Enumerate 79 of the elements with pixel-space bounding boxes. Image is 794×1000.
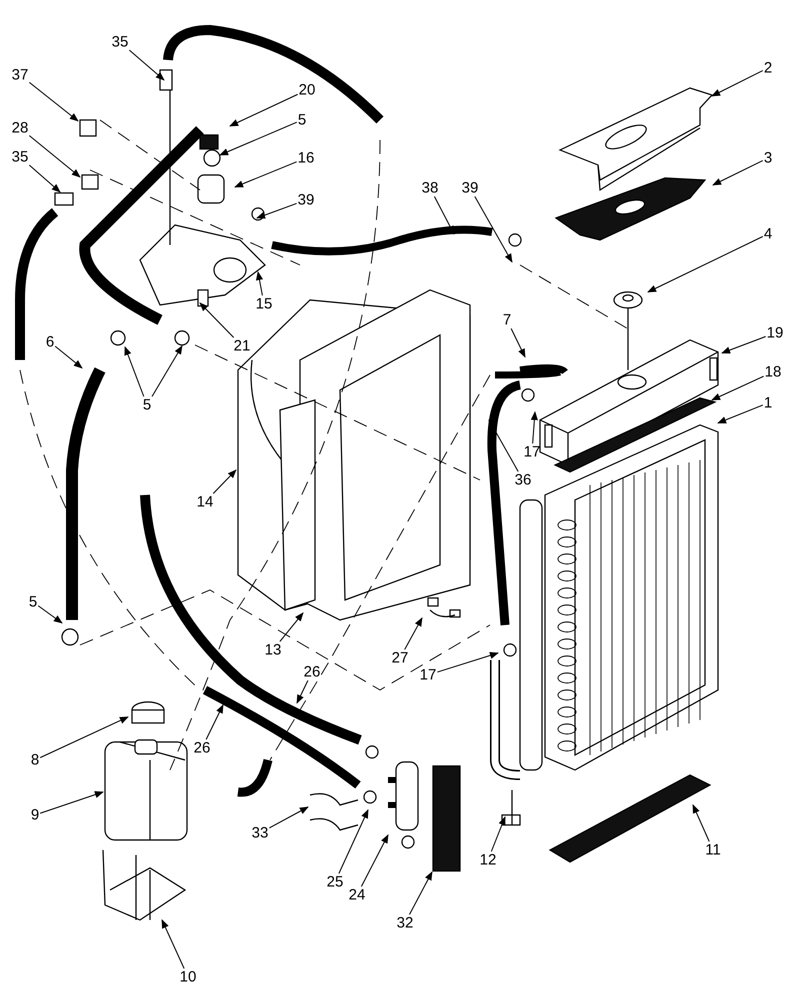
callout-number: 28 — [12, 120, 28, 136]
callout-number: 39 — [298, 192, 314, 208]
leader-line — [229, 94, 298, 126]
leader-line — [296, 680, 308, 704]
leader-line — [488, 419, 519, 472]
leader-line — [40, 791, 104, 814]
leader-line — [199, 302, 234, 338]
callout-number: 5 — [298, 112, 306, 128]
callout-number: 19 — [766, 326, 784, 340]
callout-number: 3 — [764, 150, 772, 166]
leader-line — [717, 404, 764, 424]
callout-number: 39 — [462, 180, 478, 196]
callout-number: 14 — [196, 494, 214, 510]
callout-number: 24 — [348, 888, 366, 902]
callout-number: 35 — [112, 34, 128, 50]
leader-line — [124, 346, 144, 397]
leader-line — [434, 196, 454, 235]
callout-number: 16 — [298, 150, 314, 166]
callout-number: 6 — [46, 334, 54, 350]
leader-line — [256, 202, 298, 219]
leader-line — [530, 411, 538, 444]
callout-number: 35 — [12, 150, 28, 164]
leader-line — [256, 271, 264, 296]
callout-number: 26 — [304, 664, 320, 680]
callout-number: 25 — [326, 874, 344, 890]
leader-line — [404, 617, 422, 650]
callout-number: 18 — [764, 364, 782, 380]
callout-number: 8 — [30, 752, 40, 768]
leader-line — [212, 469, 237, 494]
leader-line — [711, 376, 764, 400]
callout-number: 5 — [142, 398, 152, 412]
leader-line — [647, 236, 764, 292]
callout-number: 9 — [30, 808, 40, 822]
leader-line — [711, 70, 764, 96]
leader-line — [206, 704, 224, 740]
leader-line — [436, 652, 499, 673]
leader-line — [712, 160, 764, 186]
callout-number: 13 — [264, 642, 282, 658]
leader-line — [490, 816, 506, 852]
callout-number: 33 — [252, 826, 268, 840]
leader-line — [28, 135, 81, 178]
leader-line — [28, 164, 61, 193]
callout-number: 26 — [194, 740, 210, 756]
callout-number: 11 — [705, 842, 721, 858]
callout-number: 7 — [502, 312, 512, 328]
leader-line — [338, 809, 368, 874]
leader-line — [692, 804, 710, 842]
callout-number: 15 — [256, 296, 272, 312]
callout-number: 27 — [392, 650, 408, 666]
leader-line — [219, 122, 298, 156]
leader-line — [40, 716, 129, 758]
leader-line — [28, 82, 79, 122]
leader-line — [162, 919, 185, 969]
callout-number: 36 — [514, 472, 532, 488]
leader-line — [268, 806, 309, 828]
leader-line — [152, 345, 182, 397]
callout-number: 32 — [396, 916, 414, 930]
callout-number: 20 — [298, 82, 316, 98]
callout-number: 5 — [28, 594, 38, 610]
leader-line — [474, 196, 512, 263]
leader-line — [54, 346, 83, 369]
callout-number: 10 — [180, 970, 196, 984]
callout-number: 12 — [480, 852, 496, 868]
callout-number: 17 — [420, 668, 436, 682]
callout-number: 21 — [234, 338, 250, 354]
callout-number: 37 — [12, 68, 28, 82]
callout-number: 17 — [524, 444, 540, 460]
leader-line — [360, 834, 388, 887]
leader-line — [128, 50, 165, 81]
callout-number: 1 — [764, 396, 772, 410]
leader-line — [279, 612, 304, 642]
leader-line — [409, 871, 432, 915]
leader-line — [721, 336, 766, 354]
callout-number: 2 — [764, 60, 772, 76]
leader-line — [38, 605, 63, 624]
leader-line — [510, 328, 526, 358]
leader-line — [234, 161, 298, 188]
callout-number: 4 — [764, 226, 772, 242]
callout-number: 38 — [422, 180, 438, 196]
